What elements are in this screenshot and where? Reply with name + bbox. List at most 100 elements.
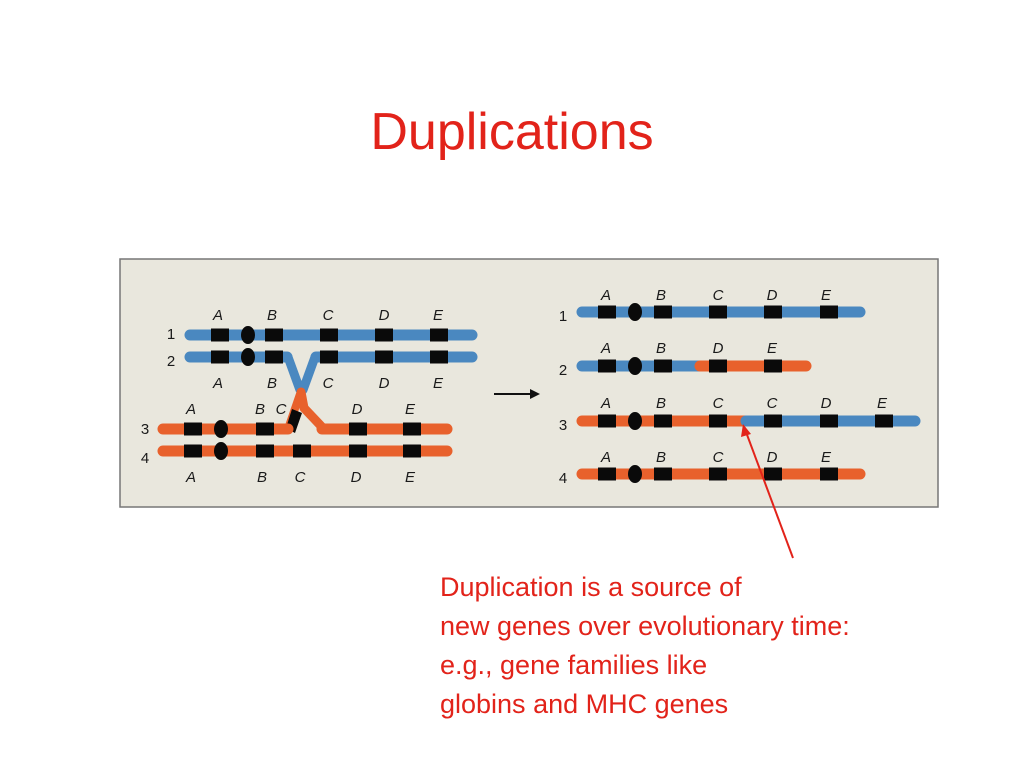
gene-label-below: B <box>257 469 267 486</box>
chromosome-number-label: 3 <box>141 421 149 438</box>
diagram-panel <box>119 258 939 508</box>
gene-band <box>256 422 274 436</box>
gene-band <box>709 467 727 481</box>
gene-band <box>256 444 274 458</box>
centromere <box>214 420 228 438</box>
gene-label-below: E <box>405 469 416 486</box>
centromere <box>628 303 642 321</box>
annotation-arrow-line <box>745 431 794 559</box>
gene-band <box>375 350 393 364</box>
gene-label: C <box>713 395 724 412</box>
gene-band <box>764 305 782 319</box>
gene-band <box>293 444 311 458</box>
gene-label-below: E <box>433 375 444 392</box>
gene-label: D <box>713 340 724 357</box>
gene-label: A <box>600 287 611 304</box>
gene-band <box>598 359 616 373</box>
crossover-strand-blue <box>298 352 320 395</box>
chromosome-number-label: 1 <box>167 326 175 343</box>
gene-band <box>820 305 838 319</box>
gene-label: A <box>600 449 611 466</box>
gene-label: B <box>656 395 666 412</box>
gene-band <box>211 350 229 364</box>
gene-band <box>403 422 421 436</box>
gene-label-below: A <box>185 469 196 486</box>
gene-band <box>184 444 202 458</box>
centromere <box>628 357 642 375</box>
gene-band <box>709 359 727 373</box>
annotation-arrow-head <box>741 424 751 437</box>
gene-band <box>320 328 338 342</box>
gene-band <box>709 414 727 428</box>
chromosome-number-label: 3 <box>559 417 567 434</box>
gene-band <box>349 444 367 458</box>
centromere <box>241 326 255 344</box>
gene-label-above: A <box>185 401 196 418</box>
caption-line-1: Duplication is a source of <box>440 572 742 602</box>
gene-band <box>764 467 782 481</box>
gene-band <box>349 422 367 436</box>
gene-band <box>709 305 727 319</box>
caption-line-2: new genes over evolutionary time: <box>440 611 850 641</box>
gene-label: A <box>600 340 611 357</box>
gene-label: D <box>767 287 778 304</box>
gene-label: E <box>821 287 832 304</box>
gene-band <box>654 359 672 373</box>
gene-label: E <box>767 340 778 357</box>
gene-band <box>430 350 448 364</box>
caption-line-4: globins and MHC genes <box>440 689 729 719</box>
gene-label-below: D <box>351 469 362 486</box>
gene-label-above: D <box>352 401 363 418</box>
gene-band <box>820 414 838 428</box>
gene-label-above: B <box>267 307 277 324</box>
gene-label: C <box>713 449 724 466</box>
gene-band <box>403 444 421 458</box>
gene-band <box>764 414 782 428</box>
gene-band <box>375 328 393 342</box>
gene-label: B <box>656 340 666 357</box>
gene-band <box>598 467 616 481</box>
gene-label: E <box>877 395 888 412</box>
gene-label-above: C <box>323 307 334 324</box>
chromosome-number-label: 2 <box>559 362 567 379</box>
gene-band <box>320 350 338 364</box>
centromere <box>628 465 642 483</box>
gene-label-below: A <box>212 375 223 392</box>
centromere <box>214 442 228 460</box>
gene-label-above: E <box>433 307 444 324</box>
gene-label: D <box>821 395 832 412</box>
gene-band <box>654 414 672 428</box>
gene-label-above: D <box>379 307 390 324</box>
gene-label: C <box>713 287 724 304</box>
chromosome-number-label: 4 <box>141 450 149 467</box>
gene-label: B <box>656 287 666 304</box>
gene-band <box>820 467 838 481</box>
caption-line-3: e.g., gene families like <box>440 650 708 680</box>
gene-label-above: C <box>276 401 287 418</box>
gene-band <box>184 422 202 436</box>
caption-text: Duplication is a source of new genes ove… <box>440 568 1020 724</box>
centromere <box>241 348 255 366</box>
gene-label-above: E <box>405 401 416 418</box>
slide-title: Duplications <box>370 103 654 161</box>
gene-band <box>598 414 616 428</box>
gene-label-above: A <box>212 307 223 324</box>
chromosome-number-label: 2 <box>167 353 175 370</box>
crossover-strand-blue <box>283 352 305 395</box>
gene-label-below: B <box>267 375 277 392</box>
gene-label: D <box>767 449 778 466</box>
gene-label: B <box>656 449 666 466</box>
gene-band <box>654 467 672 481</box>
chromosome-number-label: 4 <box>559 470 567 487</box>
gene-label-above: B <box>255 401 265 418</box>
gene-band <box>598 305 616 319</box>
gene-band <box>265 350 283 364</box>
gene-band <box>654 305 672 319</box>
gene-band <box>211 328 229 342</box>
gene-label-below: C <box>295 469 306 486</box>
gene-band <box>875 414 893 428</box>
gene-label: E <box>821 449 832 466</box>
gene-band <box>265 328 283 342</box>
gene-band <box>764 359 782 373</box>
